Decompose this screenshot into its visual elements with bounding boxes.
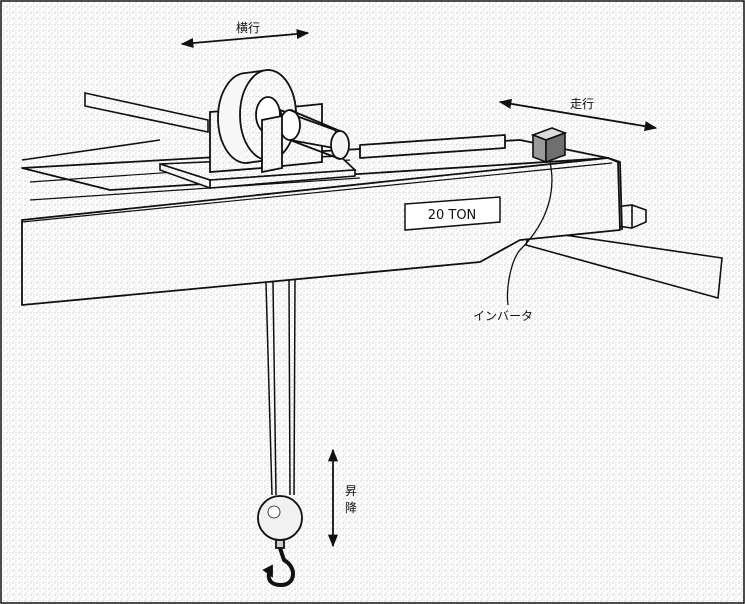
hoist-label-bottom: 降 xyxy=(345,501,357,515)
traverse-label: 横行 xyxy=(236,21,260,35)
traverse-arrow: 横行 xyxy=(180,21,310,49)
crane-hook xyxy=(257,495,303,587)
hoist-arrow: 昇 降 xyxy=(327,448,357,548)
hoist-motor xyxy=(209,69,350,174)
capacity-plate-text: 20 TON xyxy=(428,208,477,223)
hoist-label-top: 昇 xyxy=(345,484,357,498)
hoist-rope xyxy=(265,278,296,496)
runway-rail-left xyxy=(21,92,209,161)
travel-arrow: 走行 xyxy=(498,97,658,132)
capacity-plate: 20 TON xyxy=(404,196,501,231)
travel-label: 走行 xyxy=(570,97,594,111)
inverter-label: インバータ xyxy=(473,309,533,323)
